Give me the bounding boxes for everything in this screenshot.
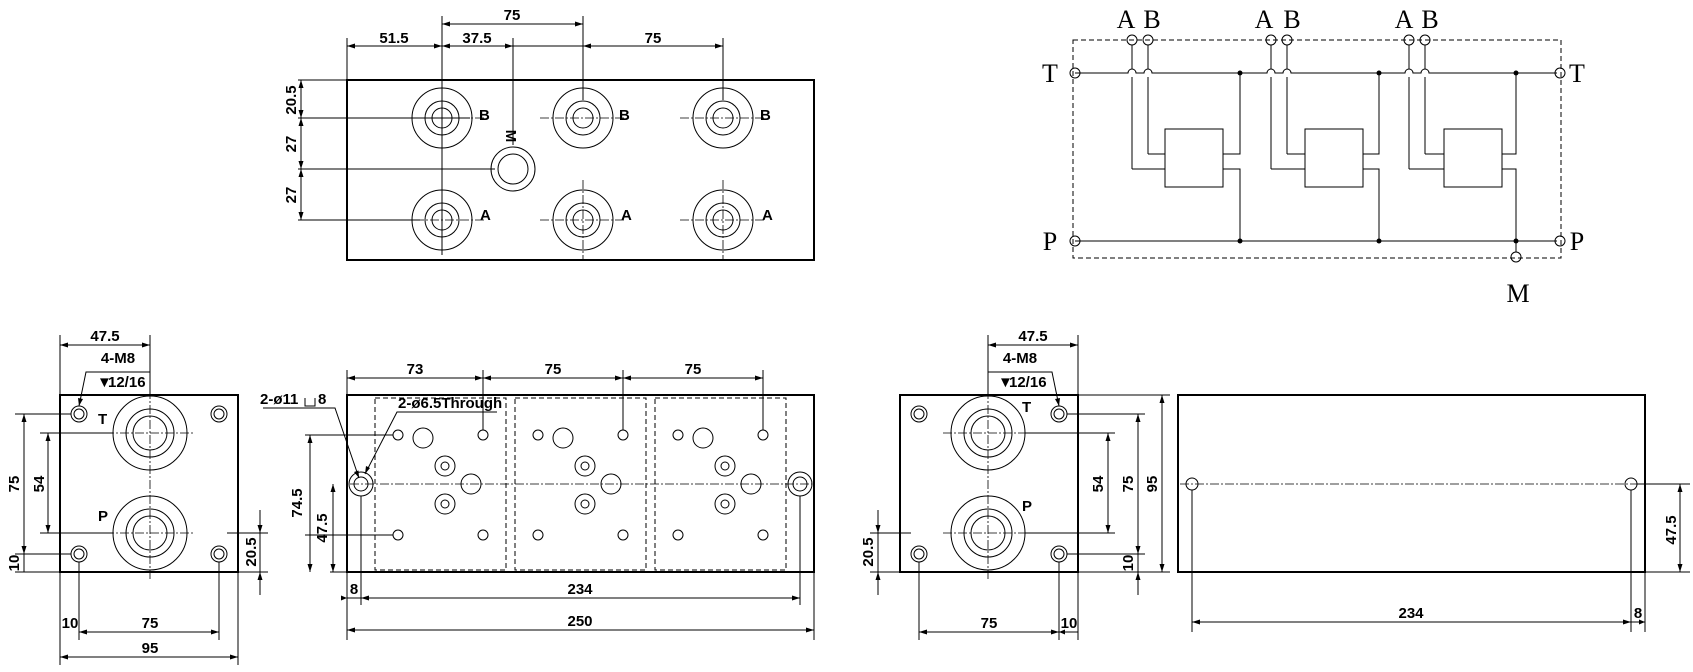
dim-front-75-b: 75 <box>685 361 702 378</box>
label-schem-a-1: A <box>1117 5 1136 34</box>
dim-top-27-b: 27 <box>283 187 300 204</box>
label-m-top: M <box>502 130 519 143</box>
label-t-left-end: T <box>98 411 107 428</box>
dim-front-234: 234 <box>567 581 593 598</box>
dim-top-pitch-75: 75 <box>504 7 521 24</box>
label-p-left-end: P <box>98 508 108 525</box>
label-a-3: A <box>762 207 773 224</box>
label-b-1: B <box>479 107 490 124</box>
top-view-outline <box>346 79 815 261</box>
label-b-3: B <box>760 107 771 124</box>
dim-left-95: 95 <box>142 640 159 657</box>
port-m <box>490 146 536 192</box>
back-view-outline <box>1177 394 1646 573</box>
dim-top-75-b: 75 <box>645 30 662 47</box>
dim-top-51-5: 51.5 <box>379 30 408 47</box>
back-view: 47.5 234 8 <box>1177 394 1690 632</box>
dim-back-8: 8 <box>1634 605 1642 622</box>
dim-front-74-5: 74.5 <box>289 488 306 517</box>
dim-top-20-5: 20.5 <box>283 85 300 114</box>
dim-left-10-v: 10 <box>6 555 23 572</box>
label-schem-p-left: P <box>1043 227 1057 256</box>
hydraulic-schematic: A B A B A B T T P P M <box>1042 5 1585 308</box>
label-schem-b-2: B <box>1283 5 1300 34</box>
dim-right-47-5: 47.5 <box>1018 328 1047 345</box>
depth-symbol-right: ▼ <box>998 374 1013 391</box>
dim-left-47-5: 47.5 <box>90 328 119 345</box>
label-schem-b-3: B <box>1421 5 1438 34</box>
dim-front-75-a: 75 <box>545 361 562 378</box>
hole-spec-6-5: 2-ø6.5Through <box>398 395 502 412</box>
dim-right-20-5: 20.5 <box>860 537 877 566</box>
port-p-right <box>1554 235 1566 247</box>
label-p-right-end: P <box>1022 498 1032 515</box>
dim-right-95-v: 95 <box>1144 476 1161 493</box>
label-t-right-end: T <box>1022 399 1031 416</box>
label-schem-a-3: A <box>1395 5 1414 34</box>
top-view: 75 51.5 37.5 75 20.5 27 27 B B B A A A M <box>283 7 815 261</box>
dim-front-250: 250 <box>567 613 592 630</box>
port-m-schematic <box>1510 251 1522 263</box>
label-schem-m: M <box>1506 279 1529 308</box>
dim-left-20-5: 20.5 <box>243 537 260 566</box>
dim-front-73: 73 <box>407 361 424 378</box>
thread-spec-left: 4-M8 <box>101 350 135 367</box>
right-end-outline <box>899 394 1079 573</box>
label-schem-a-2: A <box>1255 5 1274 34</box>
front-view-outline <box>346 394 815 573</box>
thread-spec-right: 4-M8 <box>1003 350 1037 367</box>
counterbore-symbol <box>304 398 316 407</box>
dim-left-75-v: 75 <box>6 476 23 493</box>
dim-back-47-5: 47.5 <box>1663 515 1680 544</box>
label-schem-t-right: T <box>1569 59 1585 88</box>
front-view: 73 75 75 2-ø11 8 2-ø6.5Through 74.5 47.5… <box>260 361 815 640</box>
dim-right-10-h: 10 <box>1061 615 1078 632</box>
label-schem-b-1: B <box>1143 5 1160 34</box>
dim-right-10-v: 10 <box>1120 555 1137 572</box>
port-p-left <box>1069 235 1081 247</box>
valve-section-2 <box>1265 34 1382 244</box>
bolt-holes-left-end <box>70 405 228 563</box>
label-a-2: A <box>621 207 632 224</box>
label-schem-p-right: P <box>1570 227 1584 256</box>
port-t-right <box>1554 67 1566 79</box>
dim-top-27-a: 27 <box>283 136 300 153</box>
dim-left-54: 54 <box>31 475 48 492</box>
hole-spec-11: 2-ø11 <box>260 391 298 408</box>
dim-right-75-v: 75 <box>1120 476 1137 493</box>
left-end-view: 47.5 4-M8 ▼ 12/16 75 54 10 20.5 10 75 95… <box>6 328 268 665</box>
label-a-1: A <box>480 207 491 224</box>
dim-right-54: 54 <box>1090 475 1107 492</box>
depth-symbol-left: ▼ <box>97 374 112 391</box>
dim-back-234: 234 <box>1398 605 1424 622</box>
valve-symbol-2 <box>1304 128 1364 188</box>
dim-top-37-5: 37.5 <box>462 30 491 47</box>
dim-left-75-h: 75 <box>142 615 159 632</box>
label-schem-t-left: T <box>1042 59 1058 88</box>
schematic-boundary <box>1072 39 1562 259</box>
port-t-left <box>1069 67 1081 79</box>
dim-left-10-h: 10 <box>62 615 79 632</box>
dim-right-75-h: 75 <box>981 615 998 632</box>
dim-front-47-5: 47.5 <box>314 513 331 542</box>
thread-depth-left: 12/16 <box>108 374 146 391</box>
left-end-outline <box>59 394 239 573</box>
thread-depth-right: 12/16 <box>1009 374 1047 391</box>
valve-section-3 <box>1403 34 1519 244</box>
valve-section-1 <box>1126 34 1243 244</box>
valve-symbol-1 <box>1164 128 1224 188</box>
dim-front-8: 8 <box>350 581 358 598</box>
hole-depth-8: 8 <box>318 391 326 408</box>
right-end-view: 47.5 4-M8 ▼ 12/16 54 75 95 20.5 10 75 10… <box>860 328 1170 640</box>
bolt-holes-right-end <box>910 405 1068 563</box>
label-b-2: B <box>619 107 630 124</box>
valve-symbol-3 <box>1443 128 1503 188</box>
